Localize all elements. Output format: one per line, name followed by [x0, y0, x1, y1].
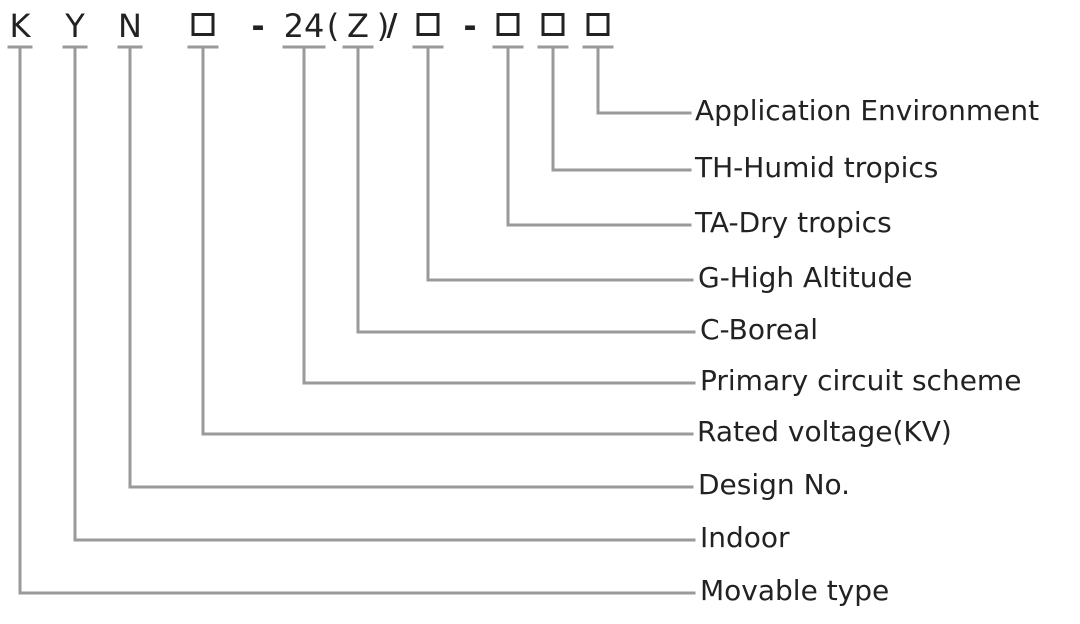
label-application-environment: Application Environment: [695, 94, 1040, 127]
altitude-box: [416, 13, 440, 36]
label-ta-dry-tropics: TA-Dry tropics: [695, 206, 892, 239]
code-paren-close: ): [376, 7, 390, 45]
code-dash-2: -: [463, 7, 477, 45]
code-dash-1: -: [251, 7, 265, 45]
label-indoor: Indoor: [700, 521, 790, 554]
code-slash: /: [386, 8, 398, 43]
dry-tropics-box: [496, 13, 520, 36]
environment-box: [586, 13, 610, 36]
label-rated-voltage: Rated voltage(KV): [697, 415, 952, 448]
code-letter-k: K: [9, 7, 31, 45]
label-primary-circuit-scheme: Primary circuit scheme: [700, 364, 1022, 397]
code-letter-n: N: [118, 7, 142, 45]
label-design-no: Design No.: [698, 468, 851, 501]
label-c-boreal: C-Boreal: [700, 313, 819, 346]
code-paren-open: (: [326, 7, 340, 45]
humid-tropics-box: [541, 13, 565, 36]
label-th-humid-tropics: TH-Humid tropics: [695, 151, 939, 184]
code-number-24: 24: [283, 7, 325, 45]
code-letter-z: Z: [347, 7, 369, 45]
label-movable-type: Movable type: [700, 574, 890, 607]
rated-voltage-box: [191, 13, 215, 36]
label-g-high-altitude: G-High Altitude: [698, 261, 913, 294]
code-letter-y: Y: [65, 7, 85, 45]
